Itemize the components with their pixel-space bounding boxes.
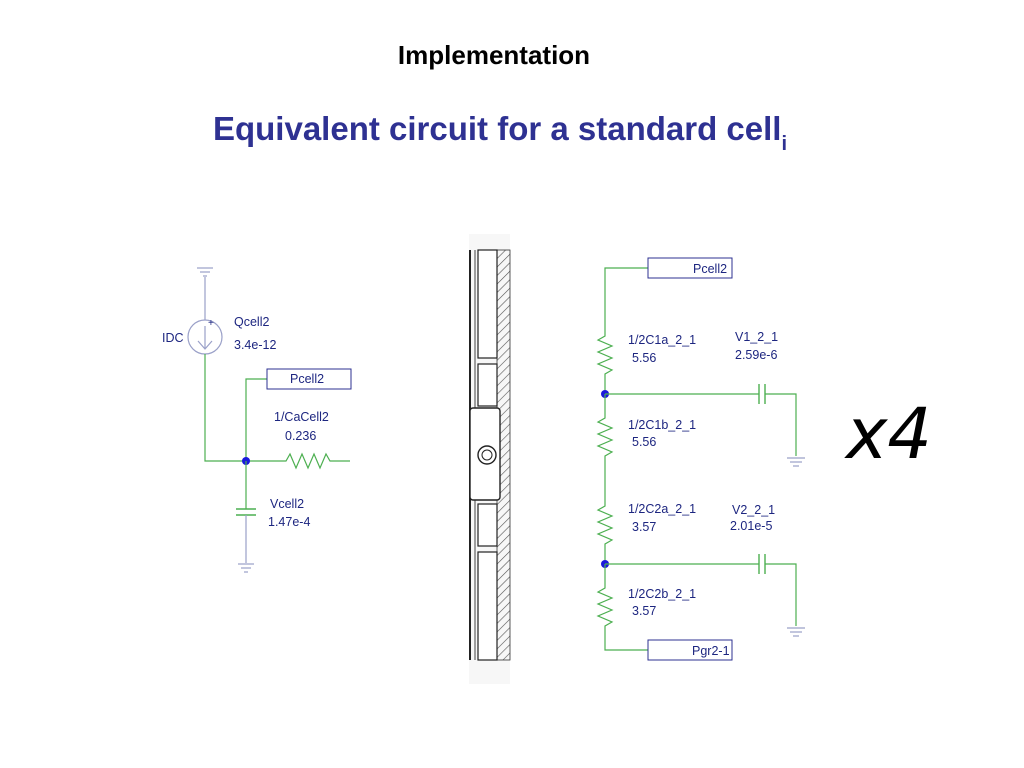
c2-name: V2_2_1 bbox=[732, 503, 775, 517]
r3-resistor-icon bbox=[596, 502, 614, 564]
r4-resistor-icon bbox=[596, 564, 648, 651]
source-name-label: Qcell2 bbox=[234, 315, 269, 329]
left-resistor-value: 0.236 bbox=[285, 429, 316, 443]
r1-resistor-icon bbox=[596, 330, 614, 394]
right-bottom-port-box bbox=[647, 639, 733, 661]
right-top-port-box bbox=[647, 257, 733, 279]
r3-value: 3.57 bbox=[632, 520, 656, 534]
c1-right-wire bbox=[765, 393, 797, 456]
r1-value: 5.56 bbox=[632, 351, 656, 365]
r2-value: 5.56 bbox=[632, 435, 656, 449]
multiplier-label: x4 bbox=[844, 393, 932, 475]
r2-name: 1/2C1b_2_1 bbox=[628, 418, 696, 432]
left-capacitor-name: Vcell2 bbox=[270, 497, 304, 511]
r4-name: 1/2C2b_2_1 bbox=[628, 587, 696, 601]
c1-ground-icon bbox=[787, 457, 805, 467]
left-source-wire bbox=[204, 354, 246, 462]
slide-subtitle: Equivalent circuit for a standard celli bbox=[0, 110, 1000, 155]
left-capacitor-value: 1.47e-4 bbox=[268, 515, 310, 529]
c1-name: V1_2_1 bbox=[735, 330, 778, 344]
c2-capacitor-icon bbox=[758, 554, 766, 574]
r2-resistor-icon bbox=[596, 394, 614, 502]
c2-ground-icon bbox=[787, 627, 805, 637]
source-type-label: IDC bbox=[162, 331, 184, 345]
c1-capacitor-icon bbox=[758, 384, 766, 404]
left-circuit: + IDC Qcell2 3.4e-12 Pcell2 1/CaCell2 0.… bbox=[162, 267, 352, 573]
source-sign: + bbox=[208, 318, 214, 329]
subtitle-text: Equivalent circuit for a standard cell bbox=[212, 110, 782, 147]
right-circuit: Pcell2 1/2C1a_2_1 5.56 V1_2_1 2.59e-6 1/… bbox=[596, 257, 805, 661]
left-port-wire bbox=[245, 378, 267, 461]
left-capacitor-icon bbox=[236, 508, 256, 516]
right-top-port-label: Pcell2 bbox=[693, 262, 727, 276]
right-top-wire bbox=[604, 267, 648, 330]
slide-title: Implementation bbox=[397, 40, 591, 70]
current-source-icon bbox=[187, 319, 223, 355]
left-port-box bbox=[266, 368, 352, 390]
left-resistor-icon bbox=[246, 452, 350, 470]
left-resistor-name: 1/CaCell2 bbox=[274, 410, 329, 424]
r1-name: 1/2C1a_2_1 bbox=[628, 333, 696, 347]
r3-name: 1/2C2a_2_1 bbox=[628, 502, 696, 516]
cell-cross-section-image bbox=[469, 234, 511, 684]
r4-value: 3.57 bbox=[632, 604, 656, 618]
subtitle-subscript: i bbox=[781, 132, 788, 155]
left-bottom-ground-icon bbox=[238, 563, 254, 573]
right-bottom-port-label: Pgr2-1 bbox=[692, 644, 730, 658]
c2-right-wire bbox=[765, 563, 797, 626]
c2-value: 2.01e-5 bbox=[730, 519, 772, 533]
c1-value: 2.59e-6 bbox=[735, 348, 777, 362]
source-value-label: 3.4e-12 bbox=[234, 338, 276, 352]
left-top-ground-icon bbox=[197, 267, 213, 277]
left-port-label: Pcell2 bbox=[290, 372, 324, 386]
